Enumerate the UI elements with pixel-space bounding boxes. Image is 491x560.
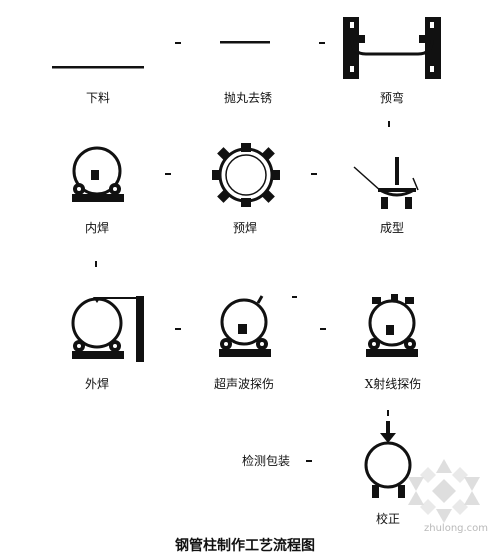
- flow-arrow: [165, 173, 171, 175]
- plate-cutting-icon: [52, 66, 144, 69]
- flow-arrow: [175, 328, 181, 330]
- flow-arrow: [311, 173, 317, 175]
- snowflake-logo-icon: [408, 459, 480, 523]
- forming-press-icon: [353, 157, 419, 209]
- label-straightening: 校正: [375, 512, 401, 526]
- xray-testing-icon: [366, 294, 418, 357]
- flow-arrow: [306, 460, 312, 462]
- label-cutting: 下料: [85, 91, 111, 105]
- shot-blasted-plate-icon: [220, 41, 270, 44]
- label-forming: 成型: [379, 221, 405, 235]
- watermark-text: zhulong.com: [424, 523, 489, 534]
- straightening-press-icon: [364, 421, 412, 498]
- flow-arrow: [387, 410, 389, 416]
- flow-arrow: [319, 42, 325, 44]
- label-pre-bending: 预弯: [379, 91, 405, 105]
- label-tack-welding: 预焊: [232, 221, 258, 235]
- flow-arrow: [320, 328, 326, 330]
- pre-bending-press-icon: [343, 17, 441, 79]
- tack-welding-fixture-icon: [212, 143, 280, 207]
- label-ultrasonic-testing: 超声波探伤: [213, 377, 275, 391]
- flow-marker: [292, 296, 297, 298]
- label-outer-welding: 外焊: [84, 377, 110, 391]
- flow-arrow: [95, 261, 97, 267]
- inner-welding-icon: [72, 146, 124, 202]
- label-inner-welding: 内焊: [84, 221, 110, 235]
- diagram-caption: 钢管柱制作工艺流程图: [175, 538, 315, 554]
- label-xray-testing: X射线探伤: [364, 377, 422, 391]
- label-shot-blasting: 抛丸去锈: [223, 91, 273, 105]
- label-inspection-packing: 检测包装: [241, 454, 291, 468]
- flow-arrow: [175, 42, 181, 44]
- outer-welding-icon: [71, 296, 144, 362]
- flow-arrow: [388, 121, 390, 127]
- ultrasonic-testing-icon: [219, 295, 271, 357]
